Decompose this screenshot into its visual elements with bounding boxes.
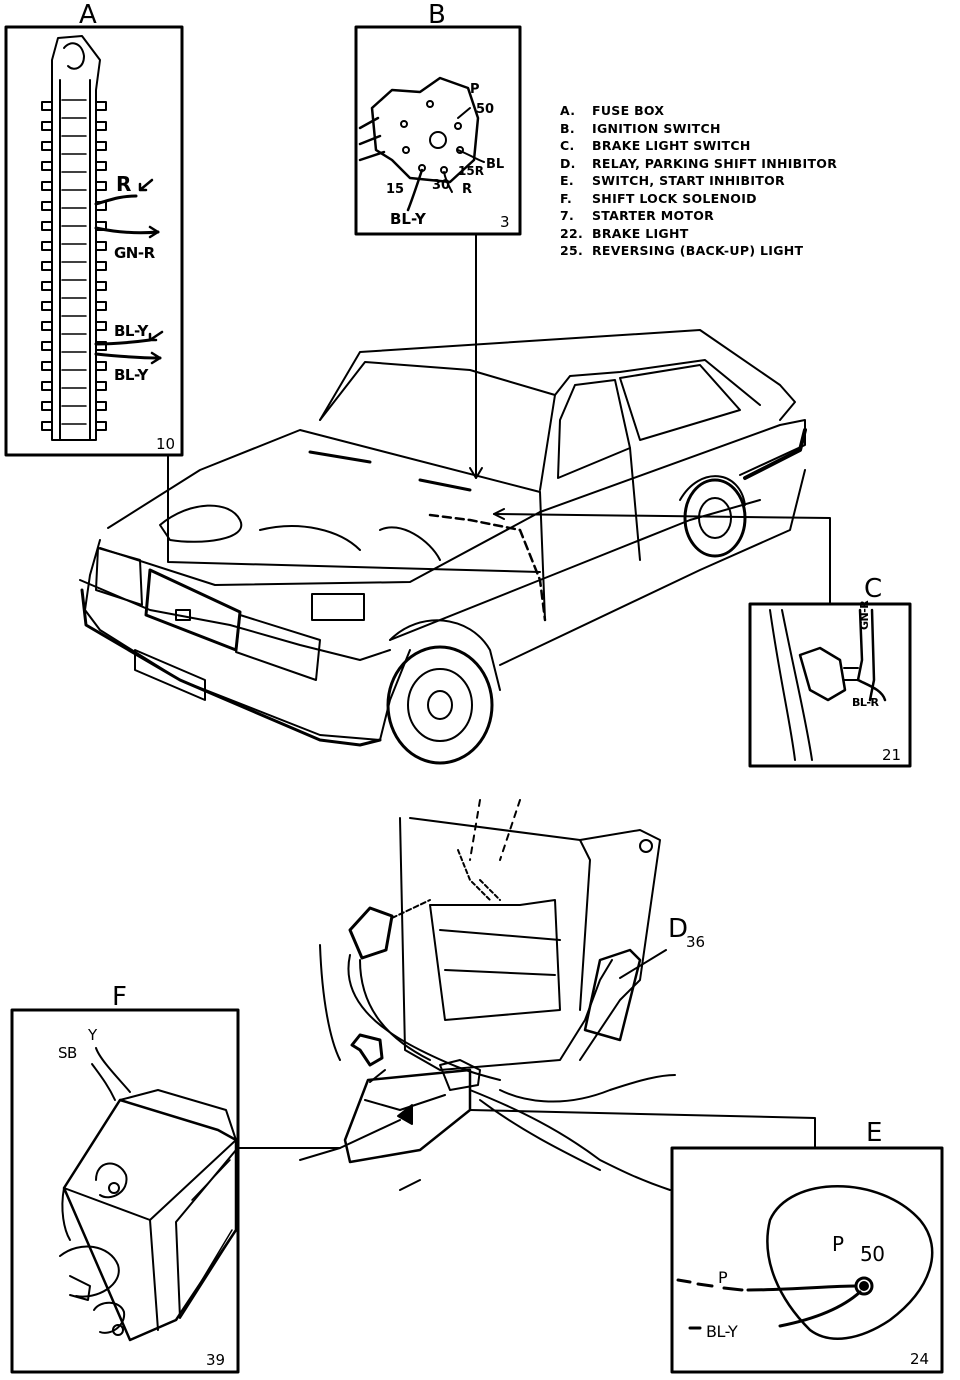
- ignition-switch-panel: [354, 25, 522, 236]
- panel-c-number: 21: [882, 746, 902, 764]
- fuse-wire-label-r: R: [116, 172, 131, 196]
- ignition-pin-15r: 15R: [458, 164, 484, 178]
- solenoid-wire-y: Y: [88, 1026, 97, 1044]
- panel-b-number: 3: [500, 213, 510, 231]
- ignition-pin-p: P: [470, 82, 480, 97]
- ignition-pin-15: 15: [386, 182, 405, 197]
- ignition-pin-r: R: [462, 182, 473, 197]
- panel-a-label: A: [79, 0, 97, 30]
- brake-light-switch-panel: [748, 602, 912, 768]
- fuse-wire-label-bl-y-in: BL-Y: [114, 322, 148, 340]
- inhibitor-pin-50: 50: [860, 1242, 885, 1266]
- ignition-wire-bl-y: BL-Y: [390, 210, 426, 228]
- panel-e-number: 24: [910, 1350, 930, 1368]
- solenoid-wire-sb: SB: [58, 1044, 77, 1062]
- panel-b-label: B: [428, 0, 446, 30]
- panel-f-label: F: [112, 982, 127, 1012]
- panel-f-number: 39: [206, 1351, 226, 1369]
- panel-e-label: E: [866, 1118, 883, 1148]
- panel-a-number: 10: [156, 435, 176, 453]
- start-inhibitor-switch-panel: [670, 1146, 944, 1374]
- panel-c-label: C: [864, 574, 883, 604]
- panel-d-label: D: [668, 914, 689, 944]
- fuse-box-panel: [4, 25, 184, 457]
- inhibitor-wire-bl-y: BL-Y: [706, 1322, 738, 1341]
- ignition-pin-30: 30: [432, 178, 451, 193]
- shift-console-illustration: [299, 799, 676, 1191]
- ignition-pin-bl: BL: [486, 157, 505, 172]
- fuse-wire-label-gn-r: GN-R: [114, 244, 155, 262]
- car-illustration: [79, 329, 807, 765]
- ignition-pin-50: 50: [476, 102, 495, 117]
- panel-d-number: 36: [686, 933, 706, 951]
- shift-lock-solenoid-panel: [10, 1008, 240, 1374]
- brake-switch-wire-bl-r: BL-R: [852, 696, 879, 709]
- inhibitor-wire-p: P: [718, 1268, 728, 1287]
- brake-switch-wire-gn-r: GN-R: [858, 600, 871, 630]
- inhibitor-pin-p: P: [832, 1232, 844, 1256]
- leader-lines: [167, 233, 831, 1149]
- fuse-wire-label-bl-y-out: BL-Y: [114, 366, 148, 384]
